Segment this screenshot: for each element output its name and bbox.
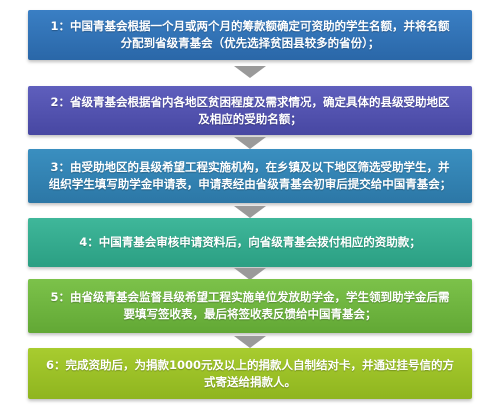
step-6-box: 6：完成资助后，为捐款1000元及以上的捐款人自制结对卡，并通过挂号信的方式寄送… [28, 348, 472, 399]
step-2-text: 2：省级青基会根据省内各地区贫困程度及需求情况，确定具体的县级受助地区及相应的受… [50, 94, 450, 126]
down-arrow-1-icon [234, 66, 266, 78]
step-6-text: 6：完成资助后，为捐款1000元及以上的捐款人自制结对卡，并通过挂号信的方式寄送… [46, 357, 455, 389]
down-arrow-2-icon [234, 137, 266, 149]
step-4-text: 4：中国青基会审核申请资料后，向省级青基会拨付相应的资助款； [79, 235, 421, 249]
step-3-text: 3：由受助地区的县级希望工程实施机构，在乡镇及以下地区筛选受助学生，并组织学生填… [48, 160, 452, 191]
step-1-box: 1：中国青基会根据一个月或两个月的筹款额确定可资助的学生名额，并将名额分配到省级… [28, 10, 472, 60]
step-2-box: 2：省级青基会根据省内各地区贫困程度及需求情况，确定具体的县级受助地区及相应的受… [28, 86, 472, 135]
step-5-box: 5：由省级青基会监督县级希望工程实施单位发放助学金，学生领到助学金后需要填写签收… [28, 279, 472, 333]
step-3-box: 3：由受助地区的县级希望工程实施机构，在乡镇及以下地区筛选受助学生，并组织学生填… [28, 149, 472, 203]
down-arrow-3-icon [234, 206, 266, 218]
step-5-text: 5：由省级青基会监督县级希望工程实施单位发放助学金，学生领到助学金后需要填写签收… [50, 290, 450, 321]
step-1-text: 1：中国青基会根据一个月或两个月的筹款额确定可资助的学生名额，并将名额分配到省级… [50, 19, 450, 50]
down-arrow-4-icon [234, 268, 266, 280]
down-arrow-5-icon [234, 336, 266, 348]
step-4-box: 4：中国青基会审核申请资料后，向省级青基会拨付相应的资助款； [28, 218, 472, 267]
